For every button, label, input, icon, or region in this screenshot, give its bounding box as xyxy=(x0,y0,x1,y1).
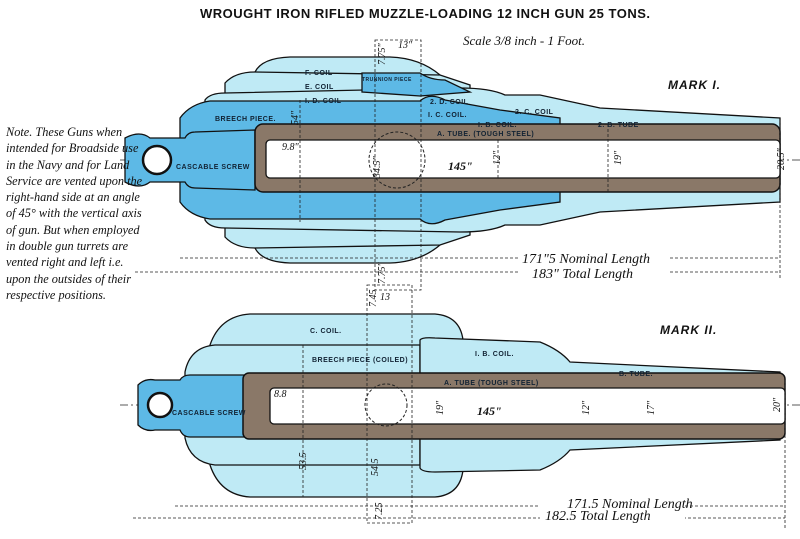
mark2-bore xyxy=(269,387,786,425)
mark1-gun xyxy=(120,39,800,291)
mark1-nominal-length: 171"5 Nominal Length xyxy=(522,252,650,267)
label-1d-coil: I. D. COIL xyxy=(305,98,342,105)
dim-m2-trunnion-dia: 54.5 xyxy=(370,459,381,477)
dim-m2-trunnion-width: 13 xyxy=(380,292,390,303)
label-1b-coil: I. B. COIL. xyxy=(478,122,517,129)
dim-m2-bore-length: 145" xyxy=(477,404,502,418)
dim-trunnion-width: 13" xyxy=(398,40,413,51)
mark1-bore xyxy=(265,139,781,179)
mark1-dimensions: 13" 7.75" 7.75" 54" 34.5" 9.8" 145" 12" … xyxy=(282,40,787,284)
mark2-total-length: 182.5 Total Length xyxy=(545,509,651,524)
label-1c-coil: I. C. COIL. xyxy=(428,112,467,119)
dim-chamber: 9.8" xyxy=(282,142,300,153)
mark1-trunnion-piece xyxy=(361,72,473,97)
dim-m2-bore: 12" xyxy=(581,400,592,415)
note-text: Note. These Guns when intended for Broad… xyxy=(6,125,143,302)
dim-m2-trunnion-height: 7.45 xyxy=(368,290,379,308)
dim-trunnion-height-lower: 7.75" xyxy=(377,262,388,285)
mark2-cascable-ring xyxy=(146,391,174,419)
dim-trunnion-dia: 34.5" xyxy=(372,156,383,180)
dim-m2-muzzle: 20" xyxy=(772,397,783,412)
mark1-trunnion-circle xyxy=(368,131,426,189)
diagram-title: WROUGHT IRON RIFLED MUZZLE-LOADING 12 IN… xyxy=(200,6,651,21)
mark2-trunnion-outline xyxy=(366,284,413,524)
dim-m2-chamber: 8.8 xyxy=(274,389,287,400)
label-2c-coil: 2. C. COIL xyxy=(515,109,554,116)
scale-label: Scale 3/8 inch - 1 Foot. xyxy=(463,33,585,48)
mark2-nominal-length: 171.5 Nominal Length xyxy=(567,497,693,512)
mark1-cascable-ring xyxy=(141,144,173,176)
mark2-trunnion-circle xyxy=(364,383,408,427)
label-1b-coil-m2: I. B. COIL. xyxy=(475,351,514,358)
dim-trunnion-height: 7.75" xyxy=(377,43,388,66)
label-2b-tube: 2. B. TUBE xyxy=(598,122,639,129)
label-breech-piece-coiled: BREECH PIECE (COILED) xyxy=(312,357,408,364)
dim-m2-trunnion-height-lower: 7.25 xyxy=(374,503,385,521)
label-cascable-screw-m2: CASCABLE SCREW xyxy=(172,410,246,417)
label-a-tube: A. TUBE. (TOUGH STEEL) xyxy=(437,131,534,138)
label-f-coil: F. COIL xyxy=(305,70,333,77)
label-a-tube-m2: A. TUBE (TOUGH STEEL) xyxy=(444,380,539,387)
mark1-total-length: 183" Total Length xyxy=(532,267,633,282)
dim-breech-dia: 54" xyxy=(290,110,301,125)
mark1-part-labels: F. COIL E. COIL I. D. COIL TRUNNION PIEC… xyxy=(176,70,639,171)
dim-bore: 12" xyxy=(492,150,503,165)
label-breech-piece: BREECH PIECE. xyxy=(215,116,276,123)
label-c-coil: C. COIL. xyxy=(310,328,342,335)
label-2d-coil: 2. D. COIL xyxy=(430,99,469,106)
label-e-coil: E. COIL xyxy=(305,84,334,91)
dim-chase: 19" xyxy=(613,150,624,165)
mark2-gun xyxy=(120,284,800,530)
dim-m2-breech-dia: 53.5 xyxy=(298,453,309,471)
label-trunnion-piece: TRUNNION PIECE xyxy=(362,77,412,83)
dim-bore-length: 145" xyxy=(448,159,473,173)
mark2-label: MARK II. xyxy=(660,323,717,337)
dim-m2-chase: 17" xyxy=(646,400,657,415)
mark2-part-labels: C. COIL. BREECH PIECE (COILED) I. B. COI… xyxy=(172,328,653,417)
label-b-tube: B. TUBE. xyxy=(619,371,653,378)
mark2-dimensions: 13 7.45 7.25 53.5 54.5 8.8 19" 145" 12" … xyxy=(274,290,783,526)
dim-muzzle: 20.5" xyxy=(776,148,787,171)
dim-m2-tube-dia: 19" xyxy=(435,400,446,415)
mark1-label: MARK I. xyxy=(668,78,721,92)
label-cascable-screw: CASCABLE SCREW xyxy=(176,164,250,171)
mark1-trunnion-outline xyxy=(374,39,422,291)
